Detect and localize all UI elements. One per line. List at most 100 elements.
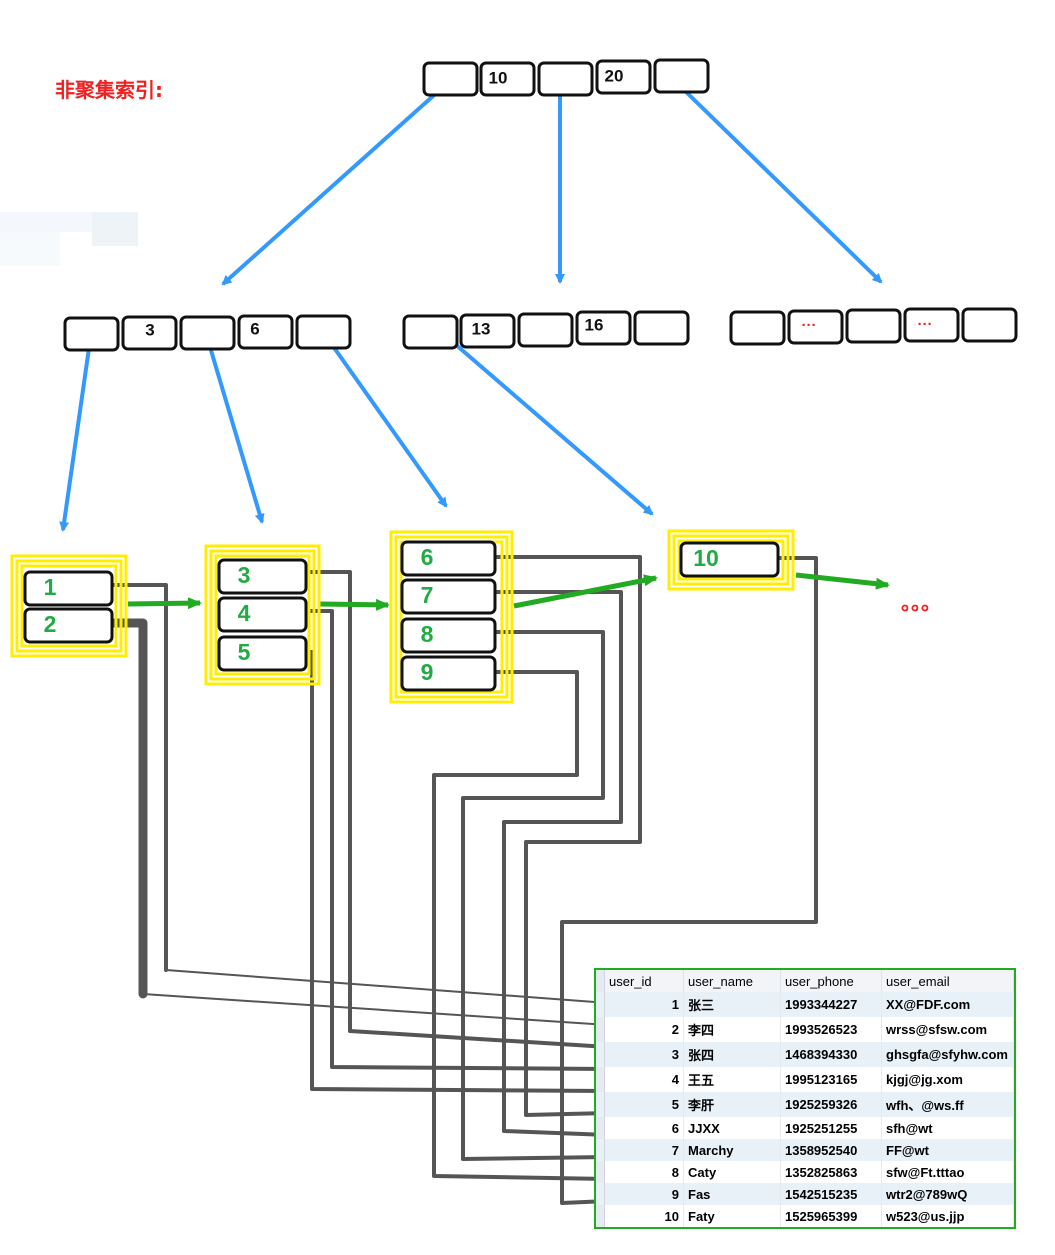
row-pointer-line bbox=[304, 570, 609, 1052]
level2-key: ··· bbox=[918, 316, 933, 333]
cell-user-email: FF@wt bbox=[881, 1139, 1014, 1161]
row-pointer-line bbox=[478, 555, 642, 1119]
node-cell bbox=[517, 312, 574, 348]
leaf-highlight-frame bbox=[20, 564, 118, 648]
leaf-key: 8 bbox=[421, 621, 434, 647]
cell-user-name: JJXX bbox=[683, 1117, 781, 1139]
cell-user-name: Faty bbox=[683, 1205, 781, 1227]
continuation-ellipsis: 。。。 bbox=[901, 592, 941, 614]
node-cell bbox=[961, 307, 1018, 343]
diagram-title: 非聚集索引: bbox=[55, 78, 163, 102]
node-cell bbox=[633, 310, 690, 346]
node-cell bbox=[400, 578, 497, 615]
node-cell bbox=[237, 314, 294, 350]
node-cell bbox=[787, 309, 844, 345]
cell-user-name: Marchy bbox=[683, 1139, 781, 1161]
leaf-highlight-frame bbox=[389, 530, 514, 704]
leaf-key: 1 bbox=[44, 574, 57, 600]
child-pointer-arrow bbox=[678, 84, 883, 284]
cell-user-email: wrss@sfsw.com bbox=[881, 1017, 1014, 1042]
level2-key: 6 bbox=[250, 319, 259, 338]
cell-user-id: 4 bbox=[604, 1067, 684, 1092]
faded-background-patch bbox=[92, 212, 138, 246]
leaf-highlight-frame bbox=[677, 539, 785, 581]
cell-user-id: 9 bbox=[604, 1183, 684, 1205]
row-pointer-line bbox=[87, 618, 148, 999]
column-header[interactable]: user_id bbox=[604, 970, 684, 992]
child-pointer-arrow bbox=[200, 319, 265, 524]
cell-user-email: ghsgfa@sfyhw.com bbox=[881, 1042, 1014, 1067]
root-key: 20 bbox=[605, 66, 624, 85]
child-pointer-arrow bbox=[316, 323, 448, 508]
leaf-highlight-frame bbox=[394, 535, 509, 699]
column-header[interactable]: user_name bbox=[683, 970, 781, 992]
node-cell bbox=[537, 61, 594, 97]
node-cell bbox=[63, 316, 120, 352]
cell-user-id: 7 bbox=[604, 1139, 684, 1161]
node-cell bbox=[575, 310, 632, 346]
row-gutter bbox=[596, 1205, 605, 1227]
row-pointer-line bbox=[432, 670, 609, 1184]
node-cell bbox=[845, 308, 902, 344]
faded-background-patch bbox=[0, 212, 92, 232]
level2-key: 13 bbox=[472, 319, 491, 338]
cell-user-phone: 1468394330 bbox=[780, 1042, 882, 1067]
row-gutter bbox=[596, 992, 605, 1017]
level2-key: ··· bbox=[802, 317, 817, 334]
node-cell bbox=[479, 61, 536, 97]
cell-user-name: 张四 bbox=[683, 1042, 781, 1067]
node-cell bbox=[217, 558, 308, 595]
row-gutter bbox=[596, 1067, 605, 1092]
row-pointer-line bbox=[273, 650, 609, 1096]
leaf-link-arrow bbox=[127, 597, 202, 610]
cell-user-id: 8 bbox=[604, 1161, 684, 1183]
node-cell bbox=[595, 59, 652, 95]
faded-background-patch bbox=[0, 232, 60, 266]
cell-user-name: 张三 bbox=[683, 992, 781, 1017]
row-gutter bbox=[596, 970, 605, 992]
leaf-key: 4 bbox=[238, 600, 251, 626]
column-header[interactable]: user_phone bbox=[780, 970, 882, 992]
leaf-highlight-frame bbox=[209, 549, 316, 681]
row-gutter bbox=[596, 1183, 605, 1205]
cell-user-id: 3 bbox=[604, 1042, 684, 1067]
row-gutter bbox=[596, 1092, 605, 1117]
cell-user-id: 5 bbox=[604, 1092, 684, 1117]
column-header[interactable]: user_email bbox=[881, 970, 1014, 992]
row-gutter bbox=[596, 1117, 605, 1139]
leaf-link-arrow bbox=[513, 574, 658, 609]
child-pointer-arrow bbox=[431, 323, 654, 516]
node-cell bbox=[729, 310, 786, 346]
node-cell bbox=[400, 617, 497, 654]
cell-user-phone: 1525965399 bbox=[780, 1205, 882, 1227]
leaf-link-arrow bbox=[795, 572, 890, 590]
node-cell bbox=[903, 307, 960, 343]
cell-user-name: 李四 bbox=[683, 1017, 781, 1042]
cell-user-phone: 1352825863 bbox=[780, 1161, 882, 1183]
cell-user-email: kjgj@jg.xom bbox=[881, 1067, 1014, 1092]
leaf-highlight-frame bbox=[204, 544, 321, 686]
cell-user-phone: 1925259326 bbox=[780, 1092, 882, 1117]
node-cell bbox=[217, 596, 308, 633]
row-gutter bbox=[596, 1017, 605, 1042]
node-cell bbox=[402, 314, 459, 350]
leaf-key: 9 bbox=[421, 659, 434, 685]
leaf-key: 2 bbox=[44, 611, 57, 637]
leaf-key: 10 bbox=[693, 545, 719, 571]
node-cell bbox=[23, 607, 114, 644]
node-cell bbox=[422, 61, 479, 97]
child-pointer-arrow bbox=[221, 86, 444, 286]
level2-key: 3 bbox=[145, 320, 154, 339]
cell-user-name: Fas bbox=[683, 1183, 781, 1205]
row-pointer-line bbox=[560, 556, 818, 1207]
